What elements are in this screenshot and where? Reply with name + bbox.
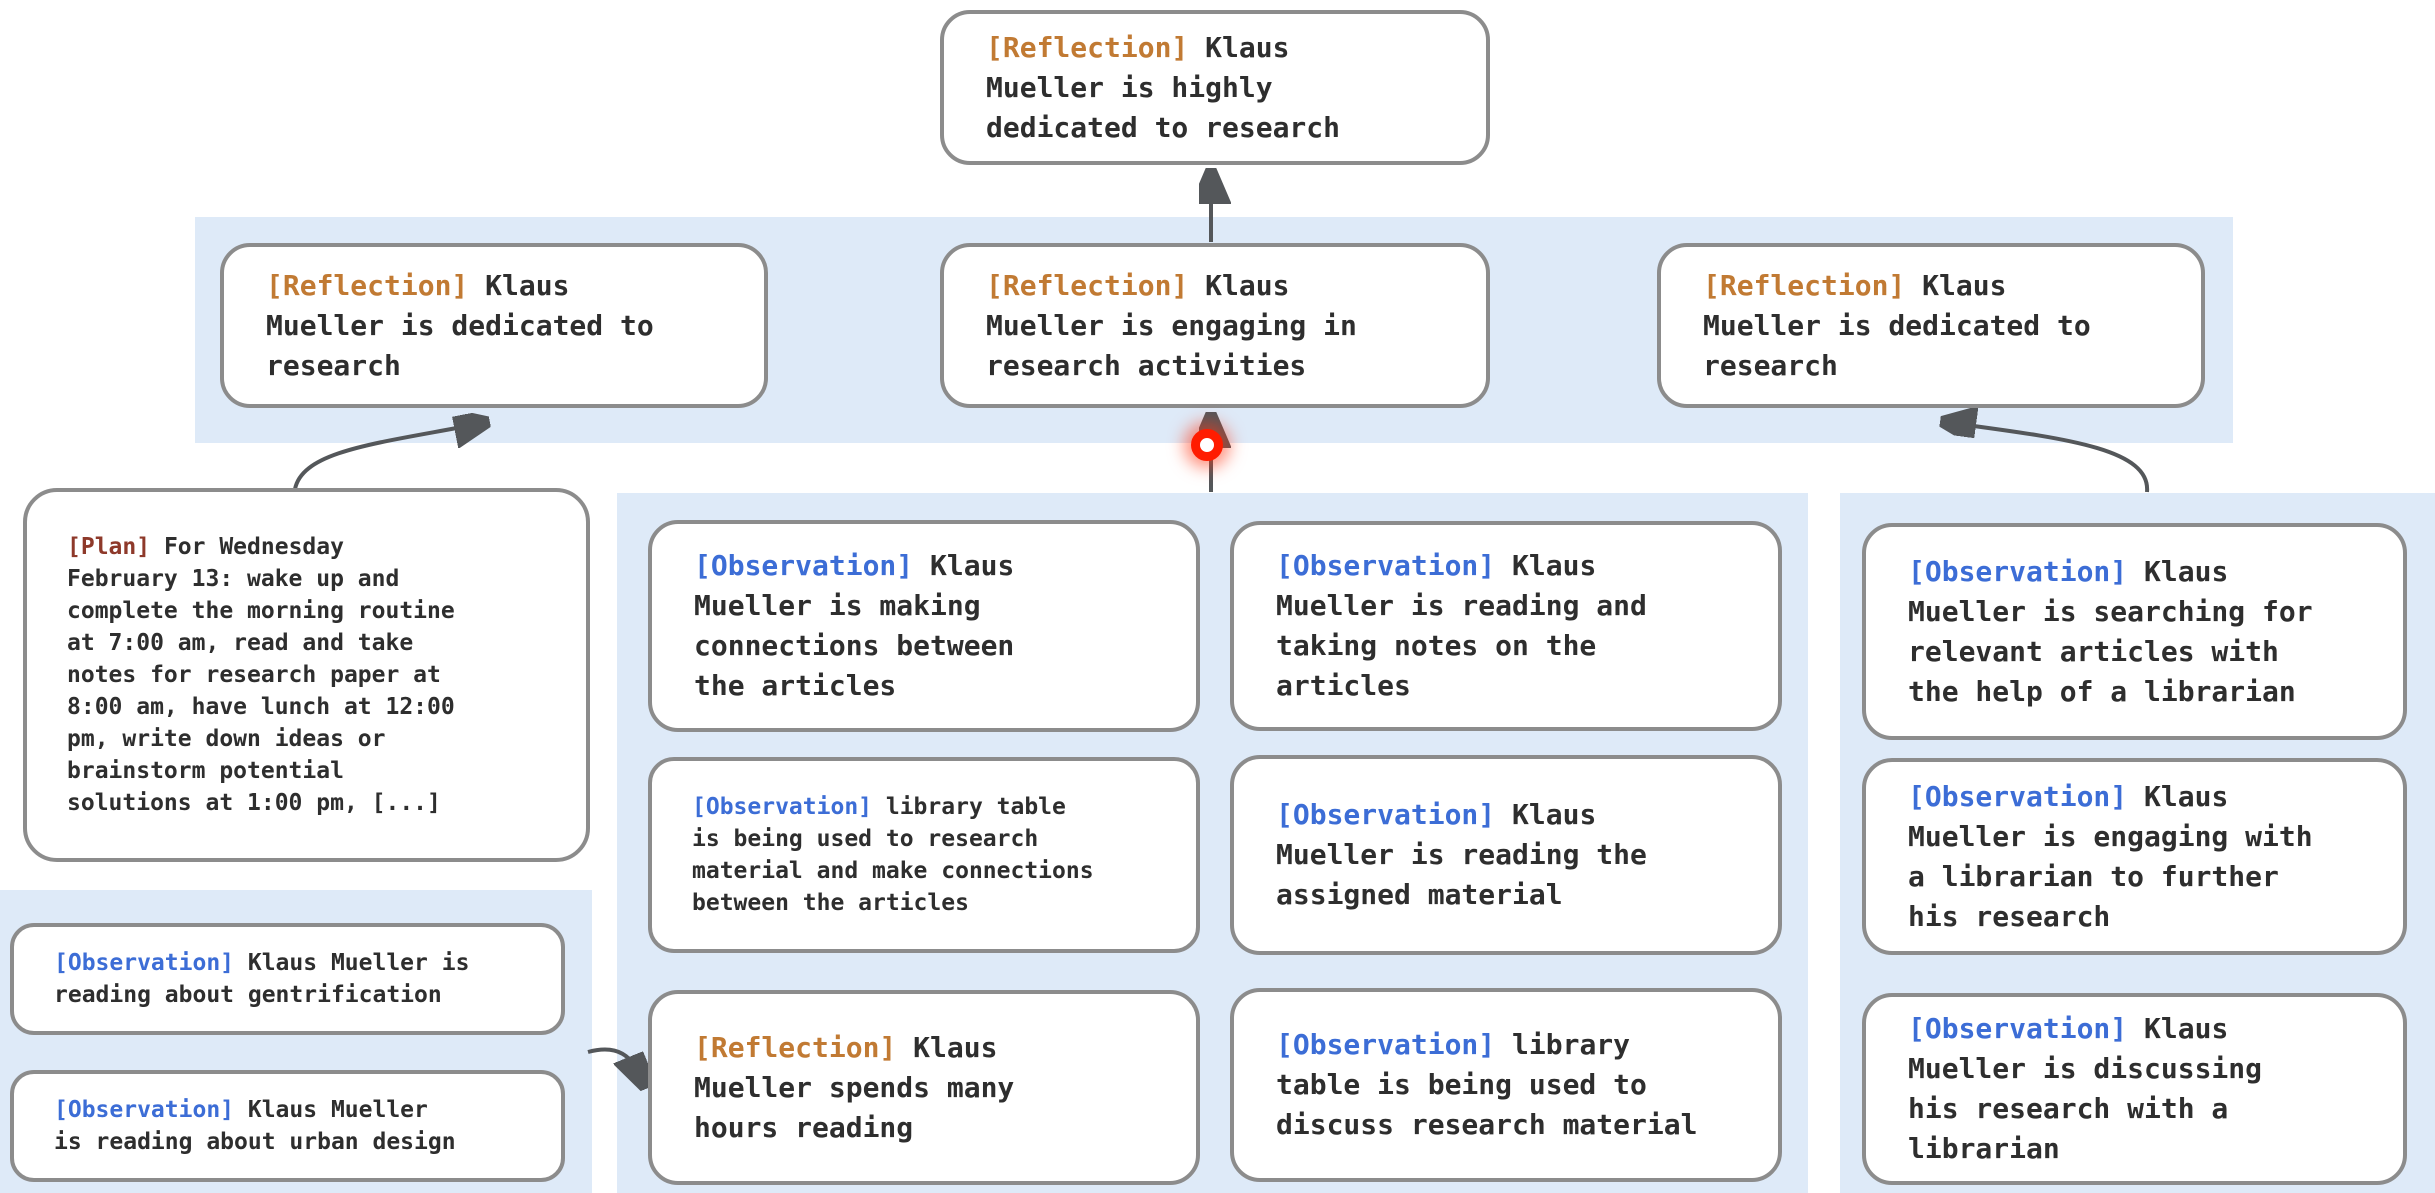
node-text: Klaus Mueller is dedicated to research xyxy=(266,268,654,382)
node-text: Klaus Mueller is reading about gentrific… xyxy=(54,950,470,1008)
observation-tag: [Observation] xyxy=(1908,779,2128,813)
observation-tag: [Observation] xyxy=(54,950,235,976)
observation-tag: [Observation] xyxy=(692,794,873,820)
node-observation-assigned-material: [Observation] Klaus Mueller is reading t… xyxy=(1230,755,1782,955)
observation-tag: [Observation] xyxy=(1908,554,2128,588)
reflection-tag: [Reflection] xyxy=(266,268,469,302)
reflection-tag: [Reflection] xyxy=(694,1030,897,1064)
node-text: Klaus Mueller is discussing his research… xyxy=(1908,1012,2263,1165)
reflection-tag: [Reflection] xyxy=(986,30,1189,64)
node-text: Klaus Mueller is reading the assigned ma… xyxy=(1276,798,1647,911)
node-text: Klaus Mueller is searching for relevant … xyxy=(1908,554,2313,708)
node-text: For Wednesday February 13: wake up and c… xyxy=(67,534,455,816)
node-observation-gentrification: [Observation] Klaus Mueller is reading a… xyxy=(10,923,565,1035)
node-text: Klaus Mueller is highly dedicated to res… xyxy=(986,30,1341,144)
node-observation-taking-notes: [Observation] Klaus Mueller is reading a… xyxy=(1230,521,1782,731)
node-text: Klaus Mueller is engaging with a librari… xyxy=(1908,779,2313,933)
plan-tag: [Plan] xyxy=(67,534,151,560)
node-observation-library-table-discuss: [Observation] library table is being use… xyxy=(1230,988,1782,1182)
observation-tag: [Observation] xyxy=(1908,1012,2128,1045)
observation-tag: [Observation] xyxy=(1276,549,1496,582)
node-reflection-dedicated-right: [Reflection] Klaus Mueller is dedicated … xyxy=(1657,243,2205,408)
node-observation-library-table-research: [Observation] library table is being use… xyxy=(648,757,1200,953)
node-text: library table is being used to research … xyxy=(692,794,1094,916)
node-observation-discussing-research: [Observation] Klaus Mueller is discussin… xyxy=(1862,993,2407,1185)
node-text: Klaus Mueller is dedicated to research xyxy=(1703,268,2091,382)
observation-tag: [Observation] xyxy=(54,1097,235,1123)
node-observation-urban-design: [Observation] Klaus Mueller is reading a… xyxy=(10,1070,565,1182)
node-reflection-spends-hours-reading: [Reflection] Klaus Mueller spends many h… xyxy=(648,990,1200,1185)
node-observation-searching-articles: [Observation] Klaus Mueller is searching… xyxy=(1862,523,2407,740)
node-text: library table is being used to discuss r… xyxy=(1276,1028,1698,1141)
node-reflection-dedicated-left: [Reflection] Klaus Mueller is dedicated … xyxy=(220,243,768,408)
node-text: Klaus Mueller is reading about urban des… xyxy=(54,1097,456,1155)
node-reflection-engaging: [Reflection] Klaus Mueller is engaging i… xyxy=(940,243,1490,408)
node-text: Klaus Mueller is reading and taking note… xyxy=(1276,549,1647,702)
reflection-tag: [Reflection] xyxy=(1703,268,1906,302)
node-observation-making-connections: [Observation] Klaus Mueller is making co… xyxy=(648,520,1200,732)
observation-tag: [Observation] xyxy=(1276,1028,1496,1061)
node-plan-wednesday: [Plan] For Wednesday February 13: wake u… xyxy=(23,488,590,862)
observation-tag: [Observation] xyxy=(694,549,914,582)
node-reflection-root: [Reflection] Klaus Mueller is highly ded… xyxy=(940,10,1490,165)
observation-tag: [Observation] xyxy=(1276,798,1496,831)
node-text: Klaus Mueller is engaging in research ac… xyxy=(986,268,1357,382)
node-text: Klaus Mueller is making connections betw… xyxy=(694,549,1015,702)
click-indicator-dot xyxy=(1191,429,1223,461)
node-text: Klaus Mueller spends many hours reading xyxy=(694,1030,1015,1144)
reflection-tag: [Reflection] xyxy=(986,268,1189,302)
node-observation-engaging-librarian: [Observation] Klaus Mueller is engaging … xyxy=(1862,758,2407,955)
